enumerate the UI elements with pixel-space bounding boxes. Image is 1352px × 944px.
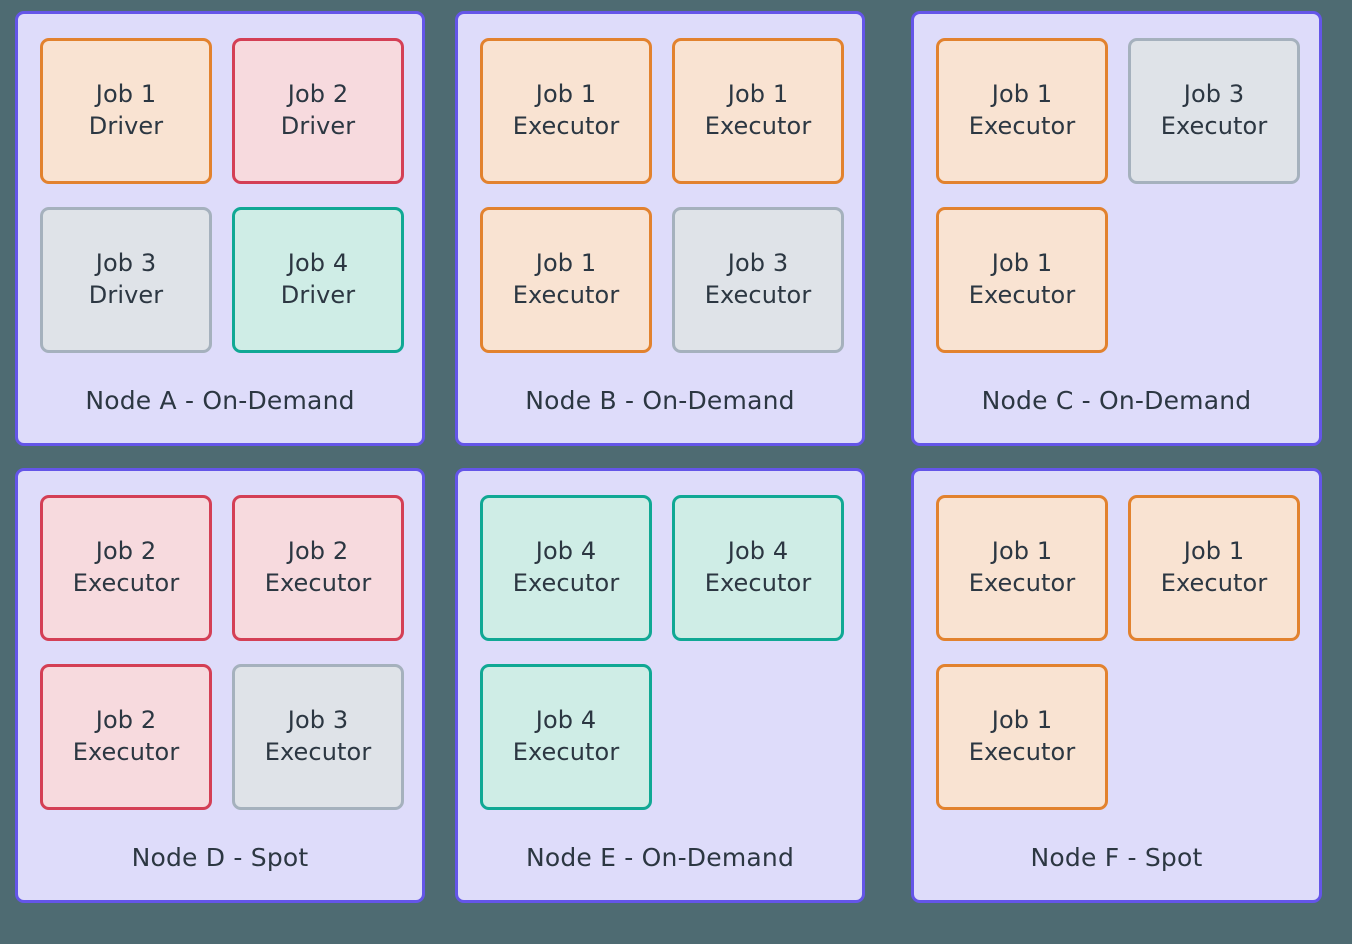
empty-slot <box>1128 664 1300 810</box>
job-role: Executor <box>512 569 620 597</box>
job-name: Job 4 <box>535 537 597 566</box>
job-role: Executor <box>264 738 372 766</box>
job-role: Executor <box>512 738 620 766</box>
job-box[interactable]: Job 1 Executor <box>936 207 1108 353</box>
job-box[interactable]: Job 1 Executor <box>480 38 652 184</box>
job-role: Executor <box>968 281 1076 309</box>
job-name: Job 1 <box>991 706 1053 735</box>
node-label: Node E - On-Demand <box>525 843 795 872</box>
job-box[interactable]: Job 4 Executor <box>672 495 844 641</box>
job-box[interactable]: Job 2 Executor <box>40 495 212 641</box>
job-name: Job 1 <box>535 249 597 278</box>
job-box[interactable]: Job 4 Executor <box>480 664 652 810</box>
job-role: Executor <box>512 112 620 140</box>
job-role: Executor <box>72 738 180 766</box>
node-label: Node F - Spot <box>1030 843 1203 872</box>
node-label: Node A - On-Demand <box>85 386 355 415</box>
job-box[interactable]: Job 1 Driver <box>40 38 212 184</box>
job-box[interactable]: Job 3 Driver <box>40 207 212 353</box>
job-role: Executor <box>968 738 1076 766</box>
job-box[interactable]: Job 2 Executor <box>40 664 212 810</box>
job-box[interactable]: Job 3 Executor <box>672 207 844 353</box>
job-role: Executor <box>704 569 812 597</box>
job-box[interactable]: Job 3 Executor <box>232 664 404 810</box>
job-name: Job 1 <box>991 537 1053 566</box>
job-role: Executor <box>1160 112 1268 140</box>
empty-slot <box>672 664 844 810</box>
job-box[interactable]: Job 1 Executor <box>480 207 652 353</box>
job-name: Job 1 <box>991 249 1053 278</box>
node-label: Node C - On-Demand <box>981 386 1252 415</box>
empty-slot <box>1128 207 1300 353</box>
job-name: Job 4 <box>727 537 789 566</box>
job-box[interactable]: Job 4 Driver <box>232 207 404 353</box>
job-name: Job 3 <box>95 249 157 278</box>
job-role: Driver <box>88 281 164 309</box>
job-name: Job 2 <box>287 537 349 566</box>
job-role: Executor <box>704 112 812 140</box>
job-name: Job 2 <box>287 80 349 109</box>
job-box[interactable]: Job 4 Executor <box>480 495 652 641</box>
job-role: Executor <box>704 281 812 309</box>
job-role: Driver <box>280 112 356 140</box>
job-role: Driver <box>88 112 164 140</box>
job-name: Job 1 <box>535 80 597 109</box>
job-name: Job 2 <box>95 706 157 735</box>
job-name: Job 3 <box>1183 80 1245 109</box>
job-box[interactable]: Job 2 Driver <box>232 38 404 184</box>
node-label: Node D - Spot <box>131 843 309 872</box>
job-name: Job 4 <box>535 706 597 735</box>
job-name: Job 3 <box>287 706 349 735</box>
job-name: Job 4 <box>287 249 349 278</box>
job-role: Executor <box>968 112 1076 140</box>
job-name: Job 1 <box>1183 537 1245 566</box>
job-name: Job 1 <box>727 80 789 109</box>
job-role: Executor <box>264 569 372 597</box>
job-box[interactable]: Job 1 Executor <box>1128 495 1300 641</box>
job-role: Executor <box>512 281 620 309</box>
job-box[interactable]: Job 1 Executor <box>936 38 1108 184</box>
job-role: Executor <box>1160 569 1268 597</box>
job-name: Job 1 <box>95 80 157 109</box>
job-role: Driver <box>280 281 356 309</box>
job-box[interactable]: Job 2 Executor <box>232 495 404 641</box>
job-box[interactable]: Job 1 Executor <box>672 38 844 184</box>
job-box[interactable]: Job 1 Executor <box>936 664 1108 810</box>
job-box[interactable]: Job 3 Executor <box>1128 38 1300 184</box>
job-role: Executor <box>968 569 1076 597</box>
job-box[interactable]: Job 1 Executor <box>936 495 1108 641</box>
job-name: Job 1 <box>991 80 1053 109</box>
job-name: Job 3 <box>727 249 789 278</box>
job-role: Executor <box>72 569 180 597</box>
job-name: Job 2 <box>95 537 157 566</box>
node-label: Node B - On-Demand <box>525 386 795 415</box>
